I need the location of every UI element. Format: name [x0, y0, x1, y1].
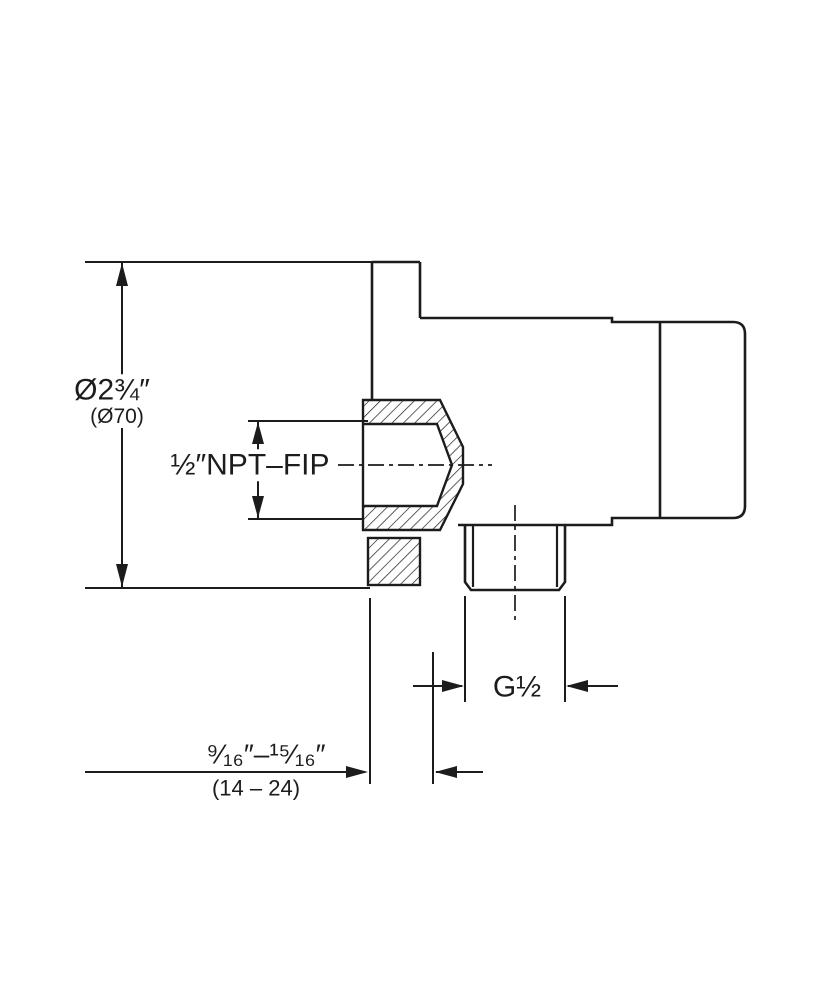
label-diameter-mm: (Ø70): [85, 405, 149, 429]
arrow-left-icon: [435, 766, 457, 778]
flange-section-lower: [366, 536, 422, 587]
wall-flange: [370, 260, 422, 400]
arrow-left-icon: [566, 680, 588, 692]
label-outlet-thread: G½: [487, 671, 547, 703]
centerlines: [338, 464, 516, 622]
female-inlet-section: [361, 398, 465, 587]
arrow-up-icon: [116, 263, 128, 286]
label-inlet-thread: ½″NPT–FIP: [165, 449, 335, 481]
label-wall-distance-mm: (14 – 24): [211, 775, 301, 801]
valve-body: [420, 316, 747, 527]
label-diameter: Ø2¾″: [69, 374, 155, 406]
arrow-right-icon: [346, 766, 368, 778]
arrow-down-icon: [252, 496, 264, 518]
arrow-right-icon: [442, 680, 464, 692]
outlet-thread-dimension: [413, 596, 618, 702]
wall-distance-dimension: [85, 598, 483, 784]
arrow-down-icon: [116, 564, 128, 587]
label-wall-distance: ⁹⁄₁₆″–¹⁵⁄₁₆″: [206, 738, 326, 770]
arrow-up-icon: [252, 422, 264, 444]
